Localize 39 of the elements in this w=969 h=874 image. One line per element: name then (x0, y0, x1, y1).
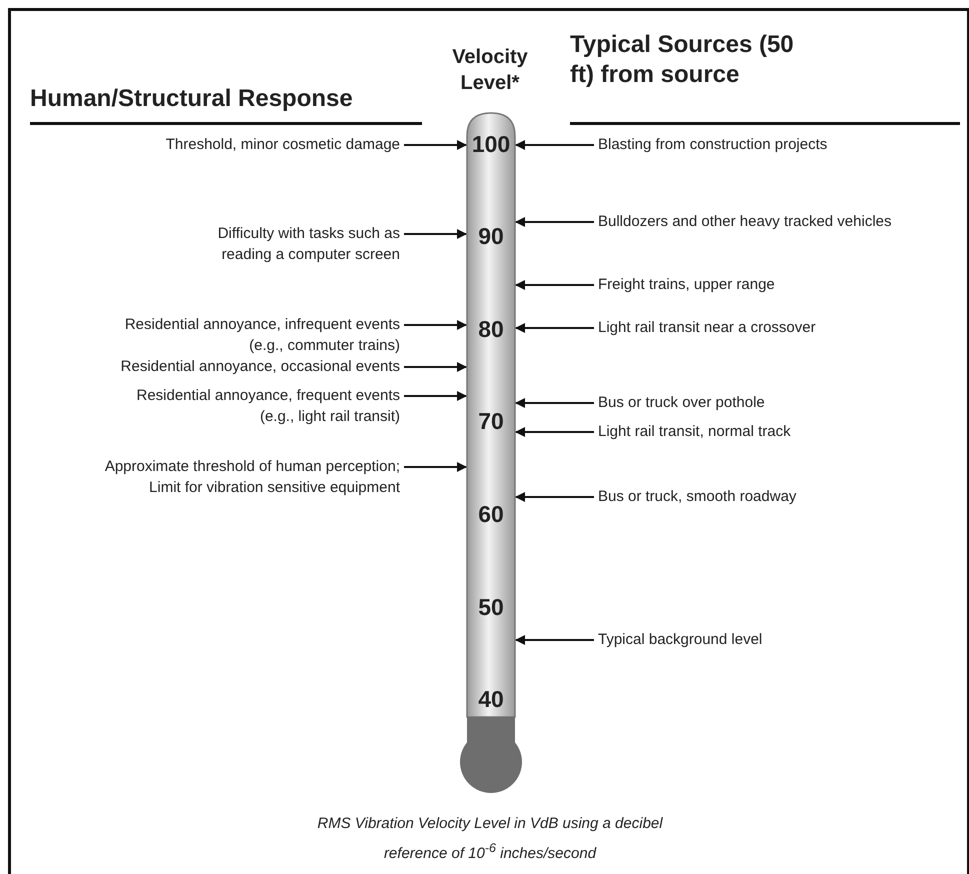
scale-number: 60 (477, 501, 505, 528)
arrow (404, 362, 467, 372)
annotation-text: Blasting from construction projects (598, 134, 828, 155)
arrow (404, 320, 467, 330)
scale-number: 90 (477, 223, 505, 250)
column-heading: Typical Sources (50 ft) from source (570, 30, 795, 90)
annotation-text: Bus or truck over pothole (598, 392, 765, 413)
annotation-text: Bulldozers and other heavy tracked vehicles (598, 211, 892, 232)
annotation-text: Light rail transit near a crossover (598, 317, 816, 338)
column-heading: Human/Structural Response (30, 84, 353, 114)
arrow (515, 492, 594, 502)
scale-number: 80 (477, 316, 505, 343)
arrow (515, 323, 594, 333)
arrow (404, 391, 467, 401)
arrow (515, 398, 594, 408)
annotation-text: Typical background level (598, 629, 762, 650)
annotation-text: Threshold, minor cosmetic damage (70, 134, 400, 155)
annotation-text: Freight trains, upper range (598, 274, 775, 295)
annotation-text: Residential annoyance, frequent events (e.g., light rail transit) (125, 385, 400, 427)
arrow (404, 229, 467, 239)
caption: RMS Vibration Velocity Level in VdB using a decibel reference of 10$^{-6}$ inches/second (316, 814, 664, 864)
arrow (515, 140, 594, 150)
scale-number: 50 (477, 594, 505, 621)
scale-number: 100 (470, 131, 512, 158)
arrow (515, 635, 594, 645)
annotation-text: Difficulty with tasks such as reading a computer screen (195, 223, 400, 265)
arrow (515, 217, 594, 227)
arrow (404, 140, 467, 150)
scale-number: 40 (477, 686, 505, 713)
annotation-text: Residential annoyance, infrequent events (e.g., commuter trains) (105, 314, 400, 356)
annotation-text: Light rail transit, normal track (598, 421, 791, 442)
annotation-text: Residential annoyance, occasional events (20, 356, 400, 377)
scale-number: 70 (477, 408, 505, 435)
arrow (515, 427, 594, 437)
arrow (404, 462, 467, 472)
column-heading: Velocity Level* (451, 45, 529, 96)
annotation-text: Bus or truck, smooth roadway (598, 486, 796, 507)
annotation-text: Approximate threshold of human perception; Limit for vibration sensitive equipment (95, 456, 400, 498)
arrow (515, 280, 594, 290)
